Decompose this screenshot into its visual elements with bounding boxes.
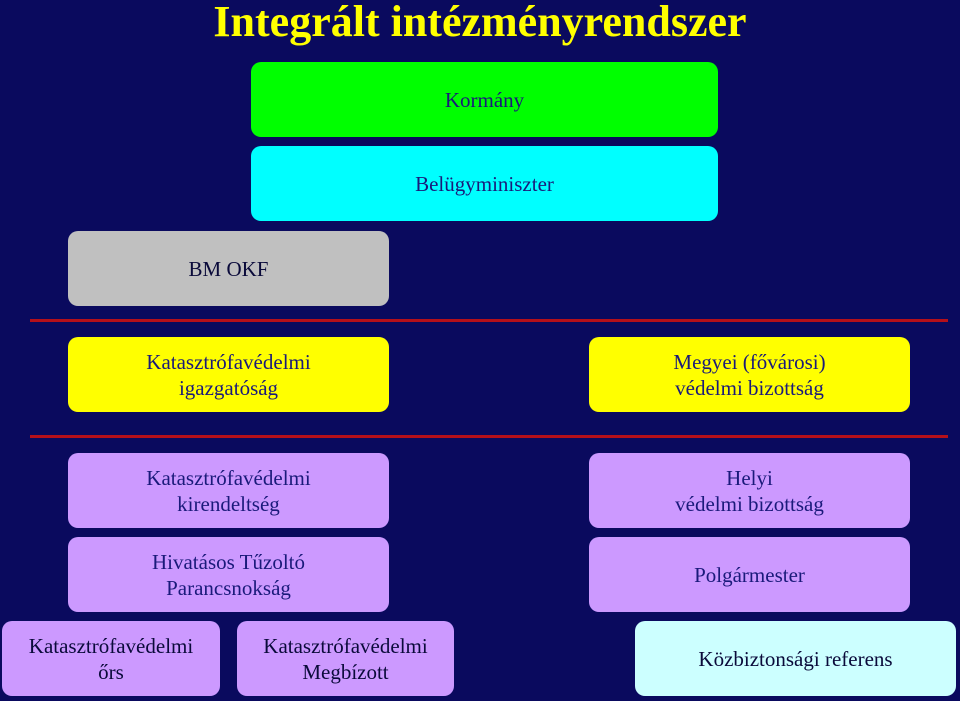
node-kat-megbizott: Katasztrófavédelmi Megbízott: [237, 621, 454, 696]
node-megyei-bizottsag: Megyei (fővárosi) védelmi bizottság: [589, 337, 910, 412]
node-kormany-label: Kormány: [444, 87, 525, 112]
node-helyi-bizottsag-line2: védelmi bizottság: [675, 491, 824, 516]
node-kat-igazgatosag: Katasztrófavédelmi igazgatóság: [68, 337, 389, 412]
node-bm-okf: BM OKF: [68, 231, 389, 306]
page-title: Integrált intézményrendszer: [213, 0, 747, 46]
node-kat-kirendeltseg-line1: Katasztrófavédelmi: [146, 465, 311, 490]
node-helyi-bizottsag-line1: Helyi: [726, 465, 773, 490]
node-kozbiztonsagi-referens: Közbiztonsági referens: [635, 621, 956, 696]
node-hivatasos-tuzolto-line1: Hivatásos Tűzoltó: [151, 549, 305, 574]
node-hivatasos-tuzolto-line2: Parancsnokság: [166, 575, 291, 600]
node-megyei-bizottsag-line2: védelmi bizottság: [675, 375, 824, 400]
node-polgarmester-label: Polgármester: [694, 562, 805, 587]
node-kat-ors: Katasztrófavédelmi őrs: [2, 621, 220, 696]
node-kat-ors-line1: Katasztrófavédelmi: [28, 633, 194, 658]
node-megyei-bizottsag-line1: Megyei (fővárosi): [673, 349, 826, 374]
node-kat-kirendeltseg: Katasztrófavédelmi kirendeltség: [68, 453, 389, 528]
node-kat-igazgatosag-line2: igazgatóság: [178, 375, 279, 400]
divider-top: [30, 319, 948, 322]
node-kormany: Kormány: [251, 62, 718, 137]
node-belugyminiszter: Belügyminiszter: [251, 146, 718, 221]
node-kat-ors-line2: őrs: [98, 659, 124, 684]
node-helyi-bizottsag: Helyi védelmi bizottság: [589, 453, 910, 528]
node-belugyminiszter-label: Belügyminiszter: [415, 171, 554, 196]
node-kat-megbizott-line2: Megbízott: [302, 659, 389, 684]
divider-middle: [30, 435, 948, 438]
node-bm-okf-label: BM OKF: [188, 256, 269, 281]
node-kat-kirendeltseg-line2: kirendeltség: [177, 491, 280, 516]
node-hivatasos-tuzolto: Hivatásos Tűzoltó Parancsnokság: [68, 537, 389, 612]
node-kat-igazgatosag-line1: Katasztrófavédelmi: [146, 349, 311, 374]
node-polgarmester: Polgármester: [589, 537, 910, 612]
node-kat-megbizott-line1: Katasztrófavédelmi: [263, 633, 428, 658]
node-kozbiztonsagi-referens-label: Közbiztonsági referens: [698, 646, 893, 671]
